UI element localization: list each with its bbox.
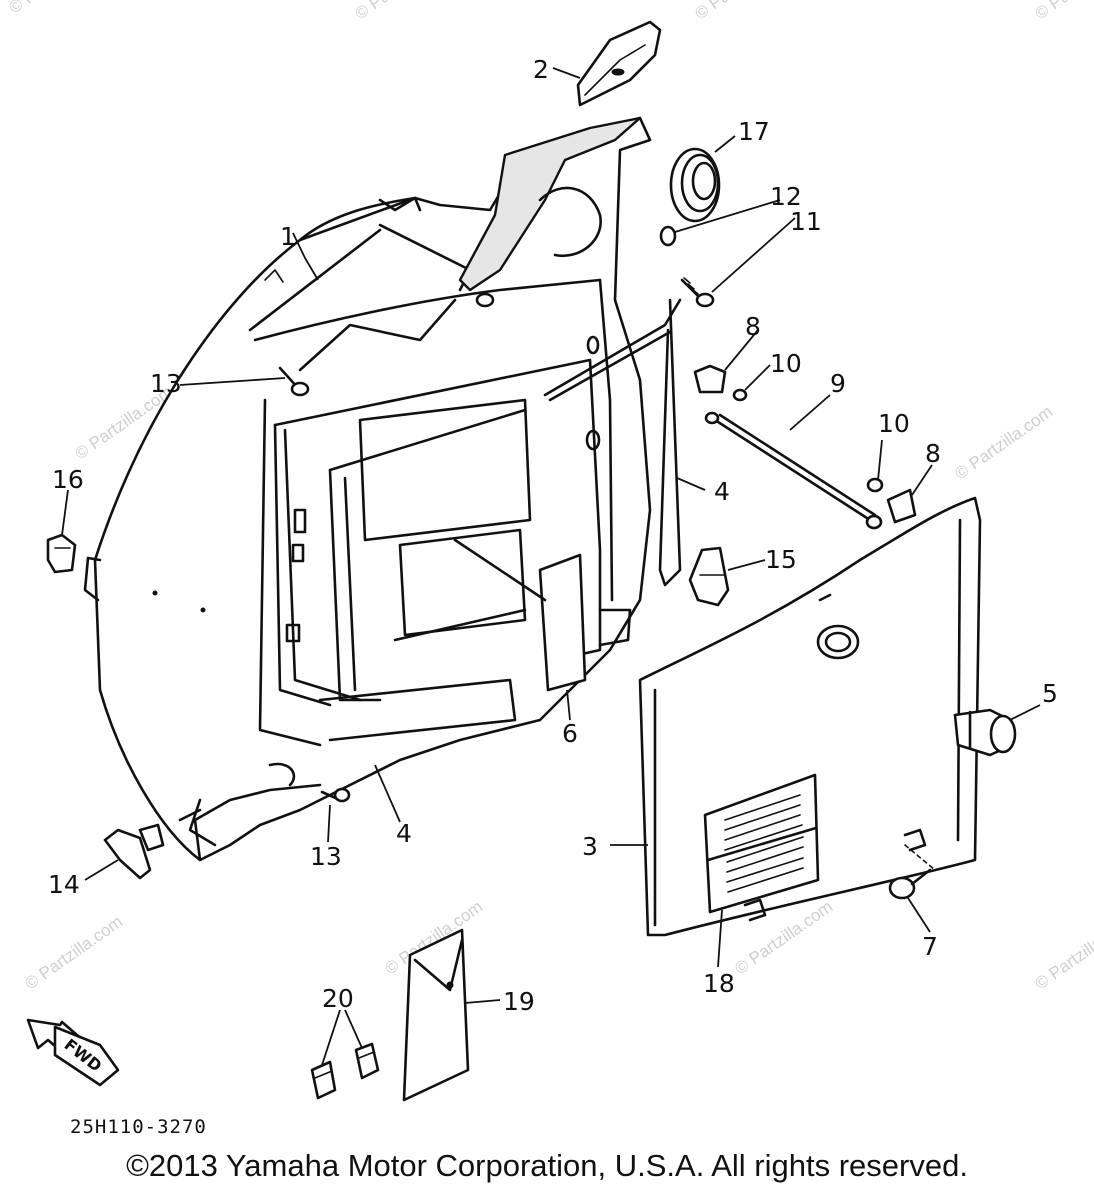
- watermark: © Partzilla.com: [691, 0, 796, 23]
- watermark: © Partzilla.com: [351, 0, 456, 23]
- bracket-part-14: [103, 823, 165, 880]
- screw-part-10: [866, 477, 884, 493]
- label-part-18: [703, 773, 820, 914]
- nut-part-12: [659, 225, 677, 247]
- watermark: © Partzilla.com: [951, 402, 1056, 483]
- callout-15: 15: [765, 545, 797, 574]
- callout-4: 4: [714, 477, 730, 506]
- callout-11: 11: [790, 207, 822, 236]
- pouch-part-19: [402, 928, 470, 1102]
- knob-part-5: [953, 708, 1017, 757]
- seal-part-4: [328, 298, 682, 702]
- callout-6: 6: [562, 719, 578, 748]
- bolt-part-13: [320, 787, 351, 803]
- bolt-part-13: [278, 366, 310, 397]
- watermark: © Partzilla.com: [1031, 912, 1094, 993]
- part-code: 25H110-3270: [70, 1116, 207, 1138]
- callout-8: 8: [925, 439, 941, 468]
- copyright-notice: ©2013 Yamaha Motor Corporation, U.S.A. A…: [126, 1148, 968, 1183]
- callout-10: 10: [878, 409, 910, 438]
- callout-3: 3: [582, 832, 598, 861]
- fwd-arrow-icon: FWD: [26, 1018, 120, 1087]
- clip-part-16: [46, 533, 77, 574]
- latch-part-15: [688, 546, 730, 607]
- callout-1: 1: [280, 222, 296, 251]
- bracket-part-8: [886, 488, 917, 524]
- cover-part-2: [576, 20, 662, 107]
- watermark: © Partzilla.com: [1031, 0, 1094, 23]
- callout-10: 10: [770, 349, 802, 378]
- callout-13: 13: [150, 369, 182, 398]
- callout-5: 5: [1042, 679, 1058, 708]
- callout-9: 9: [830, 369, 846, 398]
- callout-8: 8: [745, 312, 761, 341]
- callout-2: 2: [533, 55, 549, 84]
- callout-14: 14: [48, 870, 80, 899]
- clip-part-20: [310, 1060, 337, 1100]
- callout-20: 20: [322, 984, 354, 1013]
- watermark: © Partzilla.com: [5, 0, 110, 17]
- grommet-part-17: [669, 147, 721, 223]
- bolt-part-11: [680, 277, 715, 308]
- callout-4: 4: [396, 819, 412, 848]
- callout-19: 19: [503, 987, 535, 1016]
- callout-12: 12: [770, 182, 802, 211]
- bracket-part-8: [693, 364, 727, 394]
- seal-part-6: [453, 538, 587, 692]
- screw-part-10: [732, 388, 748, 402]
- clip-part-20: [354, 1042, 380, 1080]
- callout-17: 17: [738, 117, 770, 146]
- watermark: © Partzilla.com: [21, 912, 126, 993]
- leader-lines: [61, 67, 1041, 1066]
- callout-labels: 1 2 3 4 4 5 6 7 8 8 9 10 10 11 12 13 13 …: [48, 55, 1058, 1016]
- inner-panel-part-1: [83, 116, 652, 862]
- fastener-part-7: [888, 844, 936, 900]
- callout-16: 16: [52, 465, 84, 494]
- rod-part-9: [704, 411, 883, 530]
- callout-18: 18: [703, 969, 735, 998]
- callout-7: 7: [922, 932, 938, 961]
- callout-13: 13: [310, 842, 342, 871]
